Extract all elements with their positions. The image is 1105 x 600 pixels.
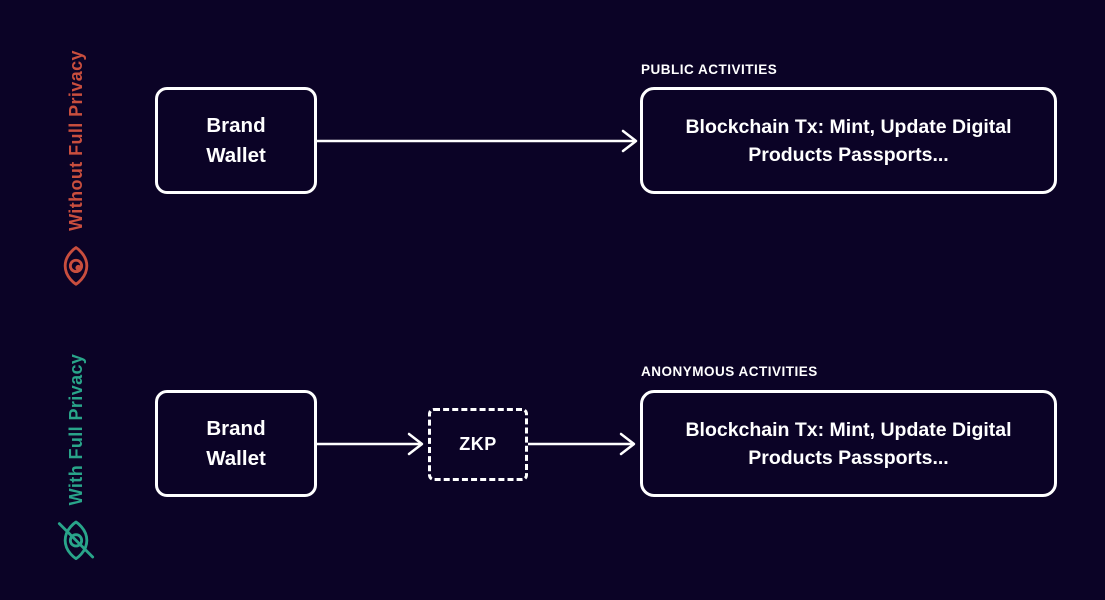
public-activities-label: PUBLIC ACTIVITIES [641,62,778,77]
wallet-text-line2: Wallet [206,446,266,470]
anonymous-activities-box: Blockchain Tx: Mint, Update Digital Prod… [640,390,1057,497]
brand-wallet-box-top: Brand Wallet [155,87,317,194]
wallet-text-line2: Wallet [206,143,266,167]
anonymous-activities-label: ANONYMOUS ACTIVITIES [641,364,818,379]
wallet-text-line1: Brand [206,416,266,440]
blockchain-tx-line1: Blockchain Tx: Mint, Update Digital [685,115,1012,138]
eye-icon [56,246,96,286]
side-label-text: With Full Privacy [65,353,86,506]
eye-off-icon [56,520,96,561]
blockchain-tx-line2: Products Passports... [748,446,949,469]
brand-wallet-box-bottom: Brand Wallet [155,390,317,497]
zkp-label: ZKP [459,434,497,454]
arrow-wallet-to-zkp [317,429,429,459]
zkp-box: ZKP [428,408,528,481]
blockchain-tx-line2: Products Passports... [748,143,949,166]
public-activities-box: Blockchain Tx: Mint, Update Digital Prod… [640,87,1057,194]
arrow-zkp-to-anonymous [528,429,641,459]
blockchain-tx-line1: Blockchain Tx: Mint, Update Digital [685,418,1012,441]
side-label-text: Without Full Privacy [65,50,86,231]
with-full-privacy-side-label: With Full Privacy [56,354,96,561]
wallet-text-line1: Brand [206,113,266,137]
without-full-privacy-side-label: Without Full Privacy [56,50,96,286]
arrow-wallet-to-public [317,126,643,156]
